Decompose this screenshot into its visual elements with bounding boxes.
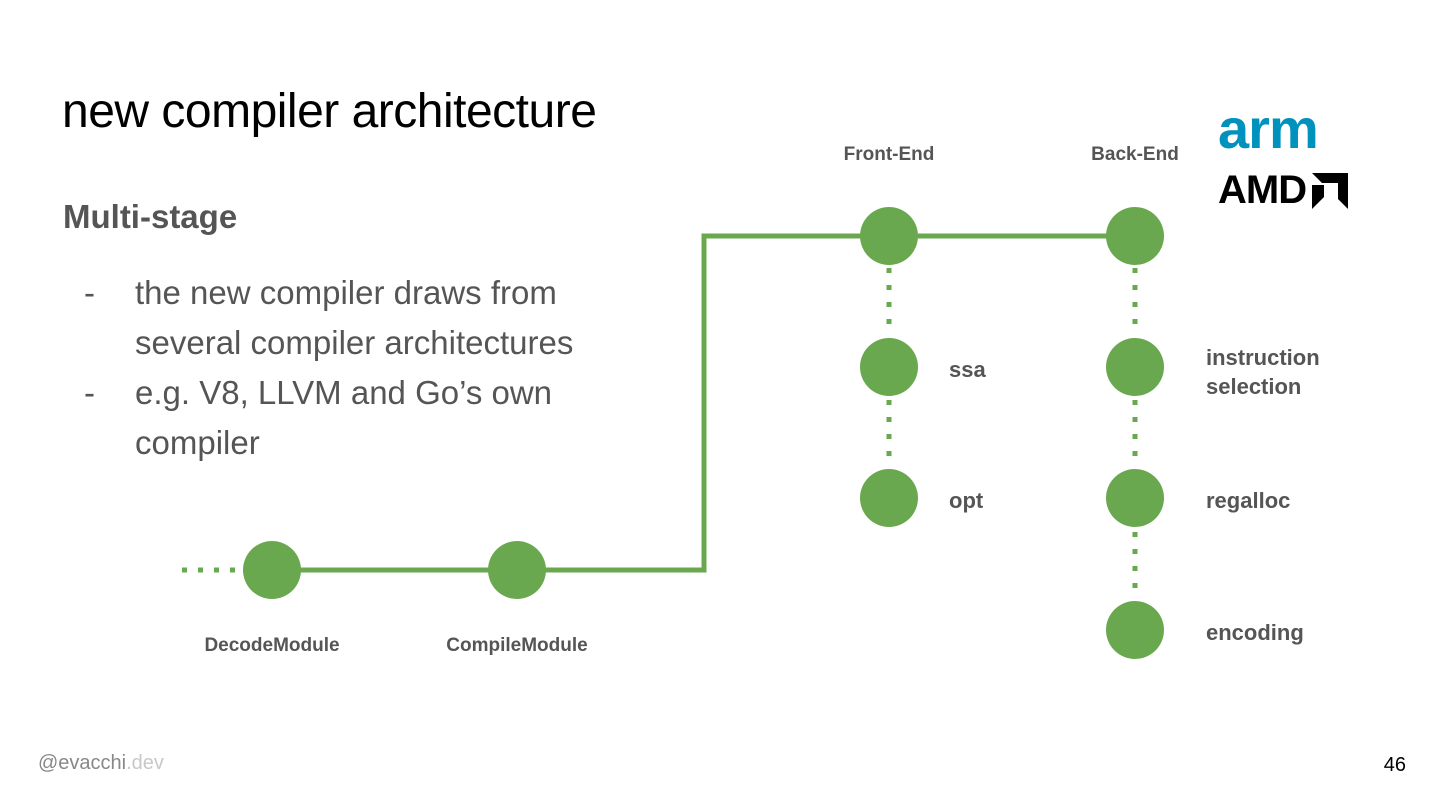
label-front-end: Front-End (844, 144, 935, 165)
node-opt (860, 469, 918, 527)
label-ssa: ssa (949, 357, 986, 382)
label-regalloc: regalloc (1206, 488, 1290, 513)
bullet-item: - e.g. V8, LLVM and Go’s own compiler (84, 368, 644, 468)
author-handle: @evacchi.dev (38, 752, 164, 775)
slide-subtitle: Multi-stage (63, 198, 238, 235)
author-handle-suffix: .dev (126, 752, 164, 774)
node-decode-module (243, 541, 301, 599)
label-encoding: encoding (1206, 620, 1304, 645)
amd-logo: AMD (1218, 168, 1349, 213)
author-handle-main: @evacchi (38, 752, 127, 774)
label-instruction-selection: instruction selection (1206, 345, 1326, 399)
label-compile-module: CompileModule (446, 635, 587, 656)
label-opt: opt (949, 488, 984, 513)
node-frontend (860, 207, 918, 265)
arm-logo: arm (1218, 97, 1319, 160)
label-decode-module: DecodeModule (204, 635, 339, 656)
bullet-item: - the new compiler draws from several co… (84, 268, 644, 368)
bullet-dash: - (84, 274, 95, 311)
slide-title: new compiler architecture (62, 85, 597, 138)
amd-arrow-icon (1312, 172, 1349, 209)
bullet-text: the new compiler draws from several comp… (135, 274, 574, 361)
pipeline-edge-compile-frontend (545, 233, 862, 573)
bullet-text: e.g. V8, LLVM and Go’s own compiler (135, 374, 553, 461)
node-ssa (860, 338, 918, 396)
page-number: 46 (1383, 754, 1406, 776)
label-back-end: Back-End (1091, 144, 1179, 165)
node-backend (1106, 207, 1164, 265)
node-encoding (1106, 601, 1164, 659)
node-regalloc (1106, 469, 1164, 527)
node-compile-module (488, 541, 546, 599)
bullet-dash: - (84, 374, 95, 411)
amd-logo-text: AMD (1218, 168, 1307, 212)
node-instruction-selection (1106, 338, 1164, 396)
bullet-list: - the new compiler draws from several co… (84, 268, 644, 468)
